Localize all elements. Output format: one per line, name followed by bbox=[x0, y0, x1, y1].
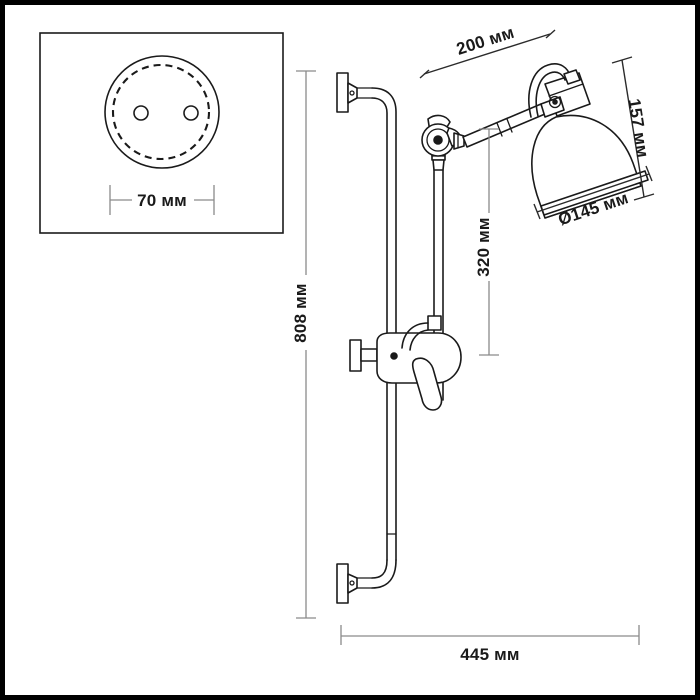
rail-outer-line-top bbox=[371, 87, 397, 561]
dimension-157mm-label: 157 мм bbox=[624, 97, 652, 159]
wall-plate-outer-circle bbox=[104, 55, 220, 169]
dimension-320mm: 320 мм bbox=[474, 128, 499, 356]
dimension-445mm: 445 мм bbox=[340, 625, 640, 664]
detail-box-frame bbox=[39, 32, 284, 234]
dimension-70mm: 70 мм bbox=[109, 185, 215, 215]
dimension-200mm-label: 200 мм bbox=[454, 23, 516, 59]
arm-pivot-joint bbox=[421, 114, 465, 157]
lamp-side-view bbox=[336, 63, 649, 604]
wall-plate-detail-group: 70 мм bbox=[39, 32, 284, 234]
dimension-808mm: 808 мм bbox=[291, 70, 316, 619]
screw-hole-right bbox=[183, 105, 199, 121]
wall-plate-dashed-circle bbox=[111, 63, 211, 161]
dimension-445mm-label: 445 мм bbox=[460, 645, 519, 664]
screw-hole-left bbox=[133, 105, 149, 121]
dimension-320mm-label: 320 мм bbox=[474, 217, 493, 276]
lower-wall-bracket bbox=[336, 563, 373, 604]
dimension-70mm-label: 70 мм bbox=[137, 191, 187, 210]
power-cable-loop bbox=[528, 63, 581, 118]
dimension-200mm: 200 мм bbox=[419, 23, 556, 79]
upper-wall-bracket bbox=[336, 72, 373, 113]
rail-slider-clamp bbox=[349, 315, 462, 411]
lamp-arm bbox=[462, 103, 546, 148]
rail-inner-line-bottom bbox=[371, 559, 388, 579]
lamp-head-housing bbox=[540, 72, 591, 118]
rail-inner-line-top bbox=[371, 97, 388, 561]
rail-outer-line-bottom bbox=[371, 559, 397, 589]
dimension-808mm-label: 808 мм bbox=[291, 283, 310, 342]
